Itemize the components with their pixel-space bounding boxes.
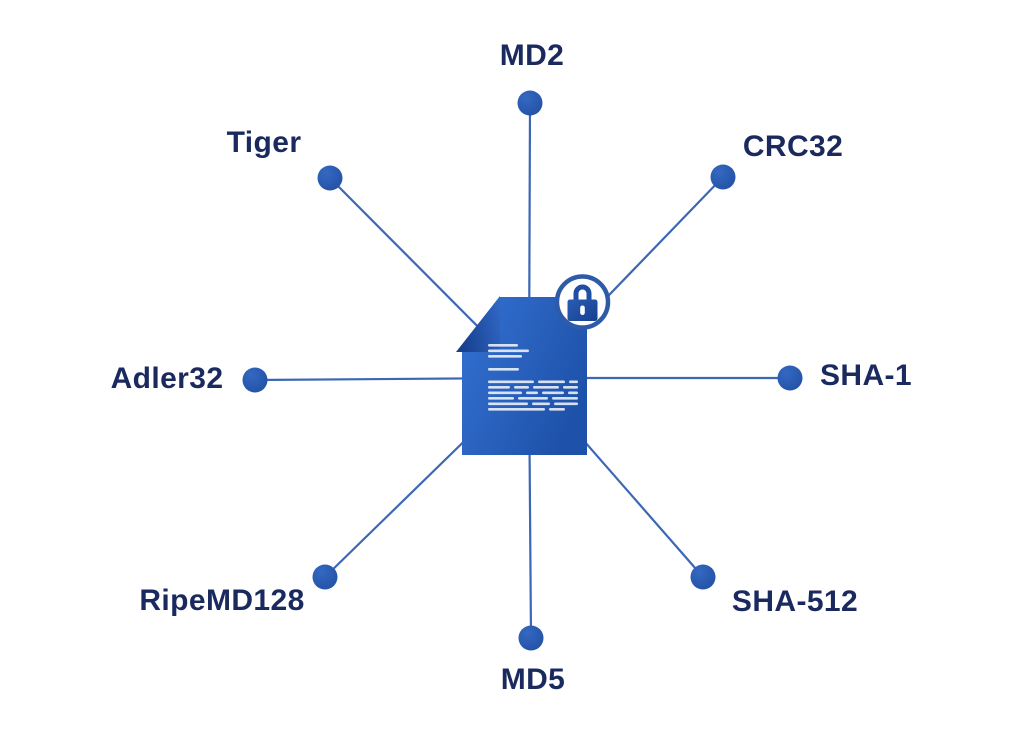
node-dot-sha512 (690, 564, 716, 590)
document-folded-corner (456, 296, 500, 352)
node-dot-tiger (317, 165, 343, 191)
node-label-ripemd128: RipeMD128 (139, 584, 305, 617)
node-dots (242, 90, 803, 651)
node-dot-crc32 (710, 164, 736, 190)
node-dot-ripemd128 (312, 564, 338, 590)
node-label-tiger: Tiger (226, 126, 302, 159)
document-icon (456, 274, 611, 455)
node-label-adler32: Adler32 (110, 362, 224, 395)
node-label-md2: MD2 (499, 39, 565, 72)
connector-lines (254, 102, 790, 639)
node-dot-adler32 (242, 367, 268, 393)
node-label-crc32: CRC32 (742, 130, 844, 163)
node-dot-md5 (518, 625, 544, 651)
node-label-md5: MD5 (500, 663, 566, 696)
node-label-sha512: SHA-512 (731, 585, 859, 618)
node-dot-sha1 (777, 365, 803, 391)
node-dot-md2 (517, 90, 543, 116)
document-text-lines (488, 344, 578, 411)
lock-badge (554, 274, 611, 330)
lock-icon (567, 284, 598, 321)
node-label-sha1: SHA-1 (819, 359, 913, 392)
